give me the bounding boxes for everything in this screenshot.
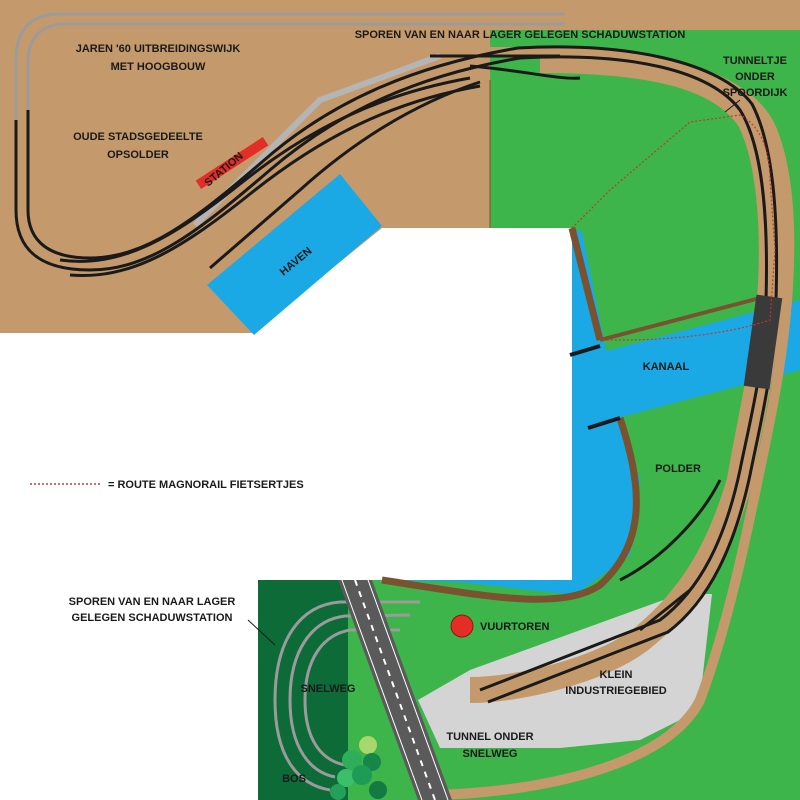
station-platform bbox=[195, 137, 269, 189]
forest-hidden-track-outer bbox=[273, 600, 420, 792]
label-highway: SNELWEG bbox=[300, 683, 355, 695]
label-shadow-bottom-2: GELEGEN SCHADUWSTATION bbox=[72, 612, 233, 624]
label-canal: KANAAL bbox=[643, 361, 690, 373]
label-shadow-top: SPOREN VAN EN NAAR LAGER GELEGEN SCHADUW… bbox=[355, 29, 686, 41]
canal-water-east bbox=[572, 300, 800, 430]
town-area bbox=[0, 0, 800, 333]
lighthouse-marker bbox=[450, 614, 474, 638]
leader-shadow-bottom bbox=[247, 619, 276, 646]
label-tunnel-highway-1: TUNNEL ONDER bbox=[446, 731, 533, 743]
outer-track-bed bbox=[439, 47, 795, 800]
label-polder: POLDER bbox=[655, 463, 701, 475]
dike-west-south bbox=[381, 416, 640, 603]
label-tunnel-highway-2: SNELWEG bbox=[462, 748, 517, 760]
label-shadow-bottom-1: SPOREN VAN EN NAAR LAGER bbox=[69, 596, 236, 608]
dike-east-north bbox=[599, 296, 761, 342]
highway bbox=[338, 580, 452, 800]
hidden-track-top-inner bbox=[26, 22, 565, 110]
label-tunnel-dike-1: TUNNELTJE bbox=[723, 55, 787, 67]
label-expansion-2: MET HOOGBOUW bbox=[111, 61, 206, 73]
magnorail-route bbox=[571, 114, 776, 341]
dike-post-2 bbox=[587, 416, 621, 430]
label-industry-2: INDUSTRIEGEBIED bbox=[565, 685, 667, 697]
label-old-town-1: OUDE STADSGEDEELTE bbox=[73, 131, 203, 143]
label-tunnel-dike-3: SPOORDIJK bbox=[723, 87, 788, 99]
dike-post-1 bbox=[569, 344, 601, 357]
forest-trees bbox=[330, 736, 387, 800]
forest-hidden-track-inner bbox=[288, 613, 411, 779]
highway-centerline bbox=[354, 579, 436, 800]
forest-hidden-track-3 bbox=[303, 628, 400, 767]
highway-edge-left bbox=[341, 579, 423, 800]
label-lighthouse: VUURTOREN bbox=[480, 621, 550, 633]
dike-west-north bbox=[568, 227, 604, 341]
rail-bridge bbox=[743, 294, 783, 390]
canal-water bbox=[382, 228, 640, 595]
hidden-track-top-outer bbox=[14, 12, 565, 120]
highway-edge-right bbox=[367, 579, 449, 800]
harbor-water bbox=[207, 174, 382, 335]
label-forest: BOS bbox=[282, 773, 306, 785]
label-tunnel-dike-2: ONDER bbox=[735, 71, 775, 83]
label-industry-1: KLEIN bbox=[600, 669, 633, 681]
main-rails bbox=[14, 45, 779, 704]
leader-tunnel-dike bbox=[724, 99, 741, 113]
label-expansion-1: JAREN '60 UITBREIDINGSWIJK bbox=[76, 43, 241, 55]
label-legend-route: = ROUTE MAGNORAIL FIETSERTJES bbox=[108, 479, 304, 491]
label-old-town-2: OPSOLDER bbox=[107, 149, 169, 161]
